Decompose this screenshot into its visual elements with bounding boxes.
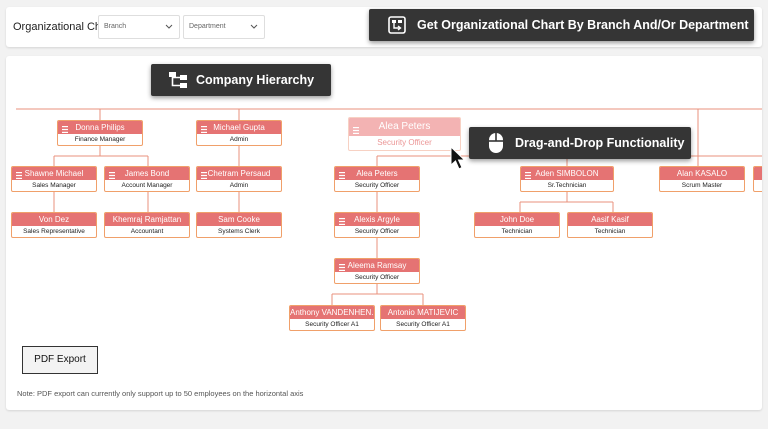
- employee-role: Security Officer A1: [305, 321, 359, 328]
- employee-card[interactable]: Aasif Kasif Technician: [567, 212, 653, 238]
- employee-card[interactable]: Anthony VANDENHEN... Security Officer A1: [289, 305, 375, 331]
- employee-card[interactable]: Alea Peters Security Officer: [334, 166, 420, 192]
- employee-role: Finance Manager: [74, 136, 126, 143]
- drag-drop-callout: Drag-and-Drop Functionality: [469, 127, 691, 159]
- drag-handle-icon[interactable]: [339, 170, 345, 179]
- employee-name: Alan KASALO: [676, 169, 728, 178]
- hierarchy-callout-text: Company Hierarchy: [196, 73, 315, 87]
- employee-role: Security Officer: [354, 274, 400, 281]
- branch-select-label: Branch: [104, 23, 127, 30]
- employee-card[interactable]: Alan KASALO Scrum Master: [659, 166, 745, 192]
- employee-card[interactable]: Shawne Michael Sales Manager: [11, 166, 97, 192]
- employee-role: Admin: [229, 136, 249, 143]
- drag-drop-callout-text: Drag-and-Drop Functionality: [515, 136, 685, 150]
- employee-name: Aleema Ramsay: [347, 261, 407, 270]
- employee-name: James Bond: [124, 169, 170, 178]
- employee-card[interactable]: Chetram Persaud Admin: [196, 166, 282, 192]
- drag-handle-icon[interactable]: [339, 262, 345, 271]
- employee-role: Scrum Master: [681, 182, 723, 189]
- employee-name: Aasif Kasif: [591, 215, 629, 224]
- employee-name: Anthony VANDENHEN...: [290, 308, 375, 317]
- employee-name: Sam Cooke: [218, 215, 260, 224]
- employee-role: Account Manager: [121, 182, 173, 189]
- mouse-cursor-icon: [450, 145, 466, 170]
- org-filter-icon: [387, 15, 407, 35]
- department-select-label: Department: [189, 23, 226, 30]
- employee-card[interactable]: A: [753, 166, 762, 192]
- drag-handle-icon[interactable]: [201, 170, 207, 179]
- employee-role: Accountant: [130, 228, 164, 235]
- pdf-export-button[interactable]: PDF Export: [22, 346, 98, 374]
- employee-card[interactable]: James Bond Account Manager: [104, 166, 190, 192]
- employee-name: Alea Peters: [378, 121, 431, 132]
- chevron-down-icon: [165, 22, 173, 30]
- employee-card[interactable]: Khemraj Ramjattan Accountant: [104, 212, 190, 238]
- drag-handle-icon[interactable]: [353, 123, 359, 134]
- employee-role: Security Officer: [377, 138, 432, 147]
- filter-callout: Get Organizational Chart By Branch And/O…: [369, 9, 754, 41]
- employee-name: Alea Peters: [356, 169, 398, 178]
- employee-card[interactable]: Michael Gupta Admin: [196, 120, 282, 146]
- employee-card[interactable]: John Doe Technician: [474, 212, 560, 238]
- drag-handle-icon[interactable]: [109, 170, 115, 179]
- employee-card[interactable]: Antonio MATIJEVIC Security Officer A1: [380, 305, 466, 331]
- employee-name: Aden SIMBOLON: [535, 169, 599, 178]
- employee-role: Sales Representative: [23, 228, 85, 235]
- employee-role: Technician: [501, 228, 533, 235]
- employee-role: [754, 180, 762, 191]
- employee-card[interactable]: Donna Philips Finance Manager: [57, 120, 143, 146]
- employee-role: Admin: [229, 182, 249, 189]
- employee-name: Von Dez: [38, 215, 70, 224]
- employee-name: John Doe: [499, 215, 535, 224]
- drag-handle-icon[interactable]: [16, 170, 22, 179]
- employee-name: Chetram Persaud: [207, 169, 271, 178]
- filter-callout-text: Get Organizational Chart By Branch And/O…: [417, 18, 749, 32]
- employee-card[interactable]: Alexis Argyle Security Officer: [334, 212, 420, 238]
- mouse-icon: [487, 132, 505, 154]
- employee-name: Michael Gupta: [213, 123, 265, 132]
- department-select[interactable]: Department: [183, 15, 265, 39]
- org-chart-panel: Donna Philips Finance Manager Michael Gu…: [6, 56, 762, 410]
- drag-handle-icon[interactable]: [339, 216, 345, 225]
- drag-handle-icon[interactable]: [525, 170, 531, 179]
- employee-role: Systems Clerk: [218, 228, 260, 235]
- employee-name: Donna Philips: [75, 123, 125, 132]
- employee-name: Khemraj Ramjattan: [112, 215, 182, 224]
- employee-card[interactable]: Sam Cooke Systems Clerk: [196, 212, 282, 238]
- employee-name: Shawne Michael: [24, 169, 84, 178]
- employee-role: Security Officer A1: [396, 321, 450, 328]
- drag-handle-icon[interactable]: [201, 124, 207, 133]
- employee-name: Alexis Argyle: [354, 215, 400, 224]
- employee-card[interactable]: Aden SIMBOLON Sr.Technician: [520, 166, 614, 192]
- employee-role: Security Officer: [354, 182, 400, 189]
- org-tree: Donna Philips Finance Manager Michael Gu…: [6, 56, 762, 410]
- hierarchy-callout: Company Hierarchy: [151, 64, 331, 96]
- chevron-down-icon: [250, 22, 258, 30]
- hierarchy-icon: [168, 70, 188, 90]
- employee-name: Antonio MATIJEVIC: [387, 308, 459, 317]
- pdf-export-note: Note: PDF export can currently only supp…: [17, 389, 304, 398]
- employee-card[interactable]: Aleema Ramsay Security Officer: [334, 258, 420, 284]
- branch-select[interactable]: Branch: [98, 15, 180, 39]
- drag-handle-icon[interactable]: [62, 124, 68, 133]
- dragged-employee-card[interactable]: Alea Peters Security Officer: [348, 117, 461, 151]
- employee-role: Sales Manager: [32, 182, 76, 189]
- employee-role: Sr.Technician: [547, 182, 587, 189]
- employee-role: Technician: [594, 228, 626, 235]
- employee-role: Security Officer: [354, 228, 400, 235]
- employee-card[interactable]: Von Dez Sales Representative: [11, 212, 97, 238]
- page-title: Organizational Chart: [13, 21, 114, 33]
